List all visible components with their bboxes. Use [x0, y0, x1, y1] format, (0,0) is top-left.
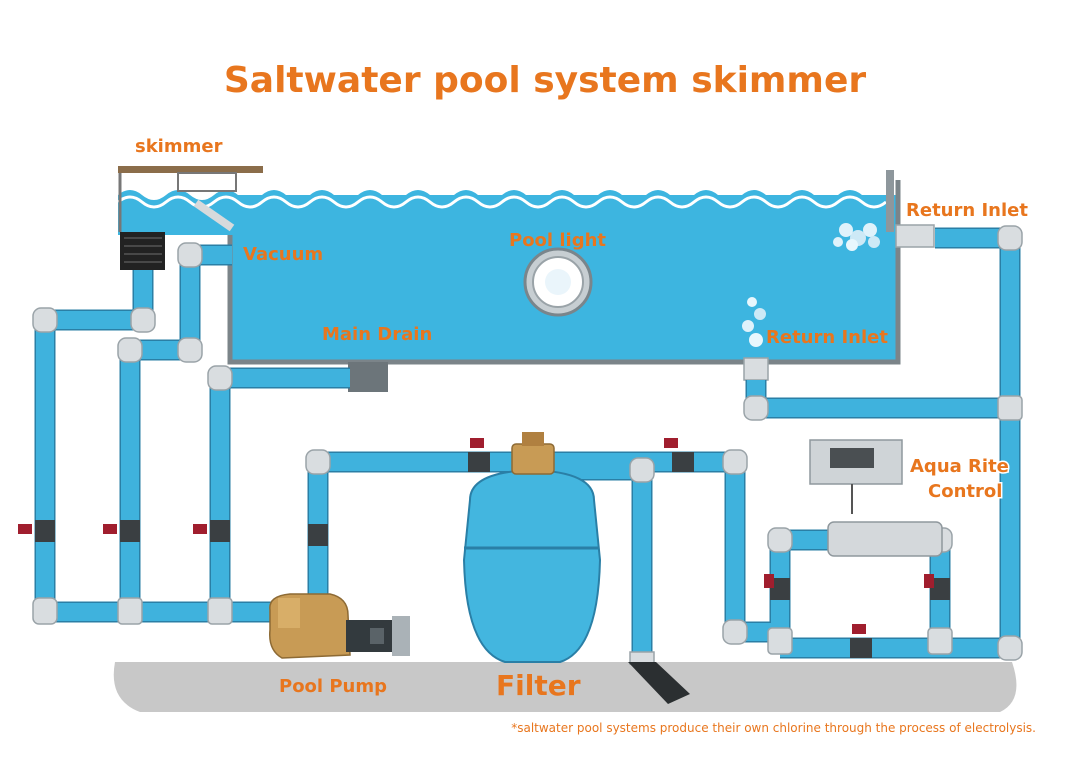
- valve-1: [18, 520, 55, 542]
- label-vacuum: Vacuum: [243, 244, 323, 265]
- pool-light: [523, 247, 593, 317]
- label-return-inlet-top: Return Inlet: [906, 200, 1028, 221]
- label-control-line1: Aqua Rite: [910, 456, 1009, 477]
- aqua-rite-control-unit: [809, 439, 903, 514]
- pipe-fittings: [32, 225, 1023, 665]
- valve-4: [308, 524, 328, 546]
- ground-slab: [113, 662, 1017, 712]
- valves: [18, 438, 950, 658]
- label-return-inlet-pool: Return Inlet: [766, 327, 888, 348]
- label-main-drain: Main Drain: [322, 324, 432, 345]
- return-jet-wall: [833, 223, 935, 251]
- valve-8: [924, 574, 950, 600]
- filter-tank: [462, 432, 602, 663]
- pool-pump: [269, 593, 410, 659]
- label-pool-light: Pool light: [509, 230, 606, 251]
- label-control-line2: Control: [928, 481, 1002, 502]
- label-pool-pump: Pool Pump: [279, 676, 387, 697]
- salt-cell: [827, 521, 943, 557]
- valve-3: [193, 520, 230, 542]
- label-skimmer: skimmer: [135, 136, 223, 157]
- valve-5: [468, 438, 490, 472]
- main-drain: [348, 362, 388, 392]
- skimmer-box: [118, 166, 263, 270]
- drain-outlet: [628, 662, 690, 704]
- valve-2: [103, 520, 140, 542]
- diagram-title: Saltwater pool system skimmer: [224, 60, 866, 101]
- label-filter: Filter: [496, 669, 581, 702]
- valve-7: [764, 574, 790, 600]
- valve-9: [850, 624, 872, 658]
- valve-6: [664, 438, 694, 472]
- footnote: *saltwater pool systems produce their ow…: [511, 721, 1036, 735]
